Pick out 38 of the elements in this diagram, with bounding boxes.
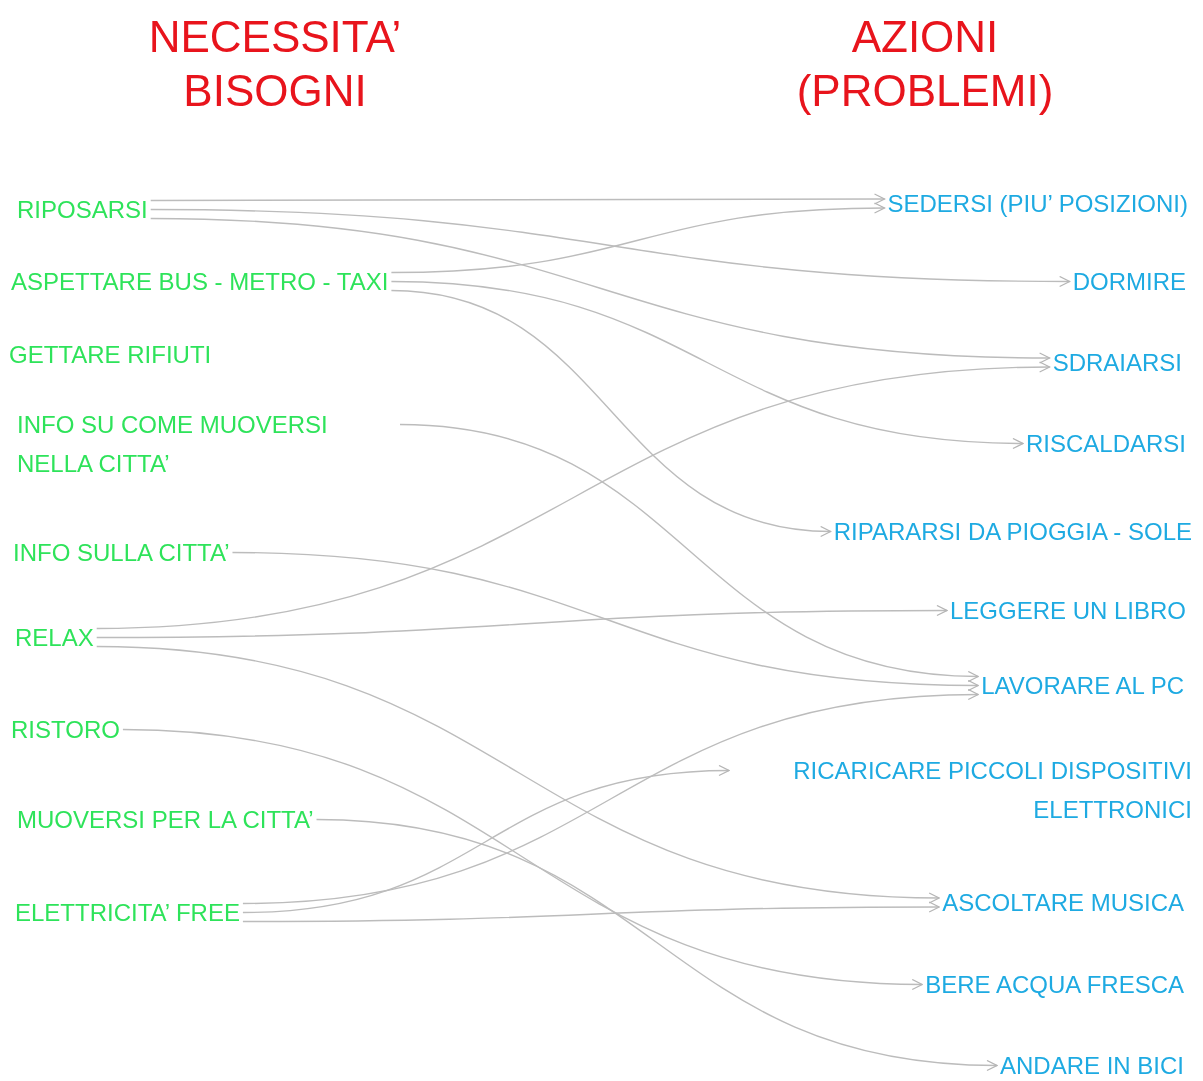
need-label: INFO SU COME MUOVERSI NELLA CITTA’ <box>14 405 400 483</box>
arrow <box>315 818 998 1071</box>
column-heading: AZIONI (PROBLEMI) <box>795 11 1055 117</box>
arrow <box>390 289 832 537</box>
arrow <box>96 645 940 904</box>
action-label: DORMIRE <box>1069 262 1189 301</box>
arrow <box>122 728 923 990</box>
action-label: RISCALDARSI <box>1022 424 1189 463</box>
need-label: ELETTRICITA’ FREE <box>12 893 243 932</box>
column-heading: NECESSITA’ BISOGNI <box>147 11 403 117</box>
action-label: ASCOLTARE MUSICA <box>939 883 1187 922</box>
action-label: SEDERSI (PIU’ POSIZIONI) <box>884 184 1191 223</box>
need-label: GETTARE RIFIUTI <box>6 335 215 374</box>
need-label: RISTORO <box>8 710 123 749</box>
arrow <box>150 217 1051 364</box>
need-label: ASPETTARE BUS - METRO - TAXI <box>8 262 392 301</box>
action-label: RICARICARE PICCOLI DISPOSITIVI ELETTRONICI <box>729 751 1195 829</box>
arrow <box>242 765 730 914</box>
action-label: SDRAIARSI <box>1049 343 1185 382</box>
arrow <box>390 280 1024 449</box>
action-label: ANDARE IN BICI <box>996 1046 1187 1081</box>
arrow <box>231 551 979 691</box>
arrow <box>399 423 979 682</box>
need-label: INFO SULLA CITTA’ <box>10 533 233 572</box>
arrow <box>390 202 886 274</box>
arrow <box>150 193 886 205</box>
arrow <box>242 689 979 905</box>
action-label: LAVORARE AL PC <box>978 666 1187 705</box>
arrow <box>96 604 948 639</box>
arrow <box>96 361 1051 630</box>
action-label: RIPARARSI DA PIOGGIA - SOLE <box>830 512 1195 551</box>
action-label: LEGGERE UN LIBRO <box>946 591 1189 630</box>
arrow <box>242 901 940 923</box>
need-label: RELAX <box>12 618 97 657</box>
need-label: RIPOSARSI <box>14 190 151 229</box>
arrow <box>150 208 1071 287</box>
action-label: BERE ACQUA FRESCA <box>922 965 1187 1004</box>
need-label: MUOVERSI PER LA CITTA’ <box>14 800 317 839</box>
